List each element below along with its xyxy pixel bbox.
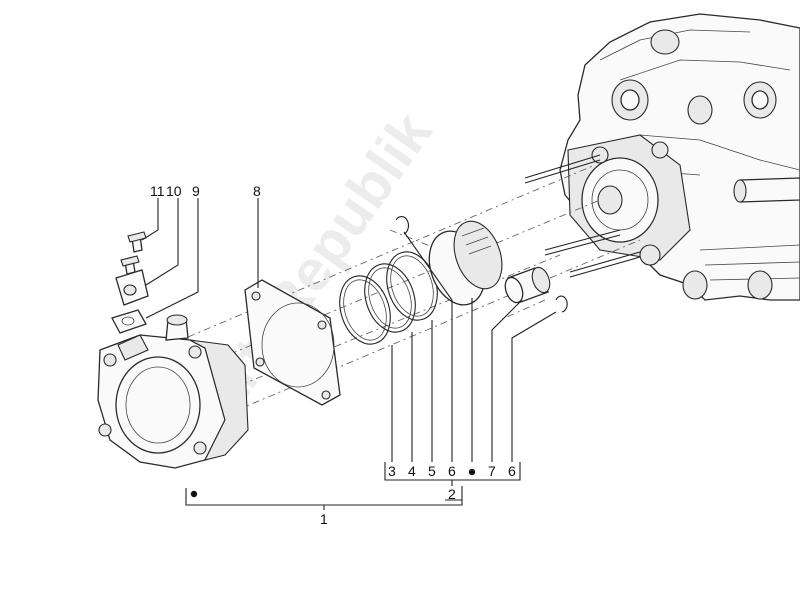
- callout-6-circlip: 6: [448, 463, 456, 479]
- callout-10: 10: [166, 183, 182, 199]
- callout-5: 5: [428, 463, 436, 479]
- callout-11: 11: [150, 183, 165, 199]
- cylinder-base-gasket: [244, 279, 341, 406]
- callout-3: 3: [388, 463, 396, 479]
- group-markers: [190, 468, 476, 498]
- callout-9: 9: [192, 183, 200, 199]
- callout-group-2: 2: [448, 486, 456, 502]
- callout-labels: 11 10 9 8 3 4 5 6 7 6 2 1: [150, 183, 516, 527]
- callout-7: 7: [488, 463, 496, 479]
- piston-group-dot: [468, 468, 476, 476]
- leader-lines: [141, 198, 557, 510]
- piston: [428, 220, 503, 306]
- cylinder: [97, 314, 249, 469]
- piston-pin: [504, 266, 551, 304]
- cylinder-group-dot: [190, 490, 198, 498]
- circlips: [395, 216, 568, 313]
- crankcase: [524, 13, 800, 301]
- tensioner-parts: [111, 231, 149, 334]
- callout-4: 4: [408, 463, 416, 479]
- callout-8: 8: [253, 183, 261, 199]
- callout-6-right: 6: [508, 463, 516, 479]
- callout-group-1: 1: [320, 511, 328, 527]
